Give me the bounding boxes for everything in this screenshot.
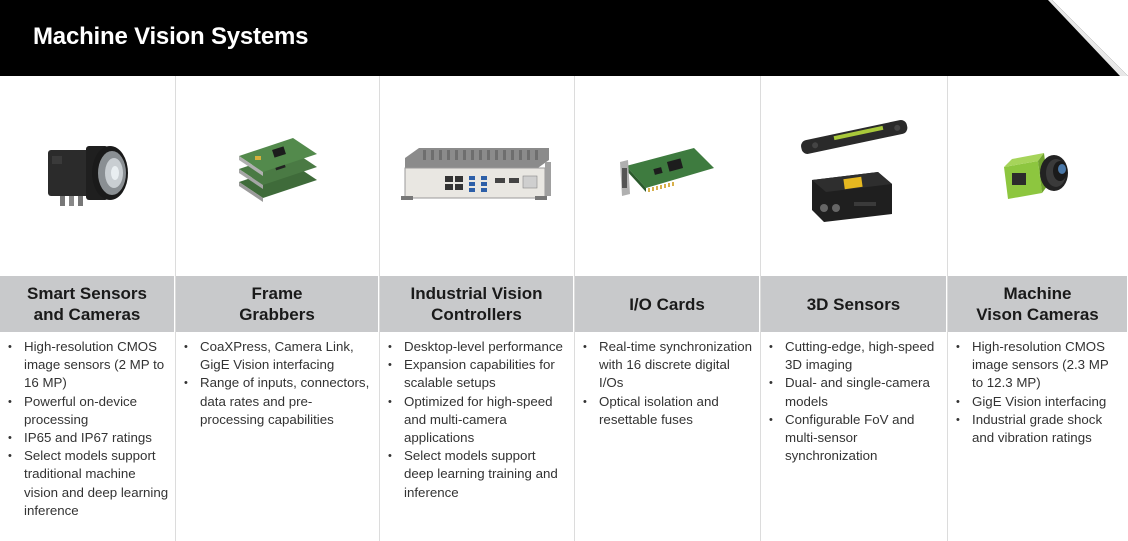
product-image	[575, 76, 760, 276]
smart-camera-icon	[47, 146, 128, 206]
product-column-machine-vision-cameras: Machine Vison Cameras High-resolution CM…	[948, 76, 1128, 541]
category-heading: Industrial Vision Controllers	[380, 276, 574, 332]
product-grid: Smart Sensors and Cameras High-resolutio…	[0, 76, 1128, 541]
page-title: Machine Vision Systems	[33, 23, 309, 50]
feature-item: GigE Vision interfacing	[956, 393, 1122, 411]
3d-sensor-icon	[801, 120, 908, 222]
feature-item: CoaXPress, Camera Link, GigE Vision inte…	[184, 338, 373, 374]
feature-list: Real-time synchronization with 16 discre…	[575, 338, 760, 429]
product-column-3d-sensors: 3D Sensors Cutting-edge, high-speed 3D i…	[761, 76, 948, 541]
feature-item: Powerful on-device processing	[8, 393, 169, 429]
product-image	[176, 76, 379, 276]
feature-item: Real-time synchronization with 16 discre…	[583, 338, 754, 393]
feature-list: CoaXPress, Camera Link, GigE Vision inte…	[176, 338, 379, 429]
machine-vision-camera-icon	[1004, 153, 1068, 199]
category-heading: Machine Vison Cameras	[948, 276, 1128, 332]
category-heading: 3D Sensors	[761, 276, 947, 332]
feature-item: Select models support deep learning trai…	[388, 447, 568, 502]
feature-list: High-resolution CMOS image sensors (2.3 …	[948, 338, 1128, 447]
corner-fold-decoration	[1048, 0, 1128, 76]
feature-item: High-resolution CMOS image sensors (2.3 …	[956, 338, 1122, 393]
feature-item: Optical isolation and resettable fuses	[583, 393, 754, 429]
product-image	[948, 76, 1128, 276]
feature-list: High-resolution CMOS image sensors (2 MP…	[0, 338, 175, 520]
product-image	[0, 76, 175, 276]
feature-item: High-resolution CMOS image sensors (2 MP…	[8, 338, 169, 393]
feature-item: Configurable FoV and multi-sensor synchr…	[769, 411, 941, 466]
banner: Machine Vision Systems	[0, 0, 1128, 76]
product-column-io-cards: I/O Cards Real-time synchronization with…	[575, 76, 761, 541]
feature-list: Desktop-level performance Expansion capa…	[380, 338, 574, 502]
feature-item: Dual- and single-camera models	[769, 374, 941, 410]
vision-controller-icon	[401, 148, 551, 200]
category-heading: I/O Cards	[575, 276, 760, 332]
feature-item: Cutting-edge, high-speed 3D imaging	[769, 338, 941, 374]
feature-item: Industrial grade shock and vibration rat…	[956, 411, 1122, 447]
feature-item: Select models support traditional machin…	[8, 447, 169, 520]
product-column-smart-sensors: Smart Sensors and Cameras High-resolutio…	[0, 76, 176, 541]
category-heading: Smart Sensors and Cameras	[0, 276, 175, 332]
frame-grabber-icon	[238, 138, 317, 202]
feature-item: IP65 and IP67 ratings	[8, 429, 169, 447]
feature-item: Desktop-level performance	[388, 338, 568, 356]
product-column-frame-grabbers: Frame Grabbers CoaXPress, Camera Link, G…	[176, 76, 380, 541]
category-heading: Frame Grabbers	[176, 276, 379, 332]
product-column-vision-controllers: Industrial Vision Controllers Desktop-le…	[380, 76, 575, 541]
io-card-icon	[619, 148, 714, 196]
feature-item: Range of inputs, connectors, data rates …	[184, 374, 373, 429]
product-image	[380, 76, 574, 276]
product-image	[761, 76, 947, 276]
feature-item: Expansion capabilities for scalable setu…	[388, 356, 568, 392]
feature-item: Optimized for high-speed and multi-camer…	[388, 393, 568, 448]
feature-list: Cutting-edge, high-speed 3D imaging Dual…	[761, 338, 947, 465]
